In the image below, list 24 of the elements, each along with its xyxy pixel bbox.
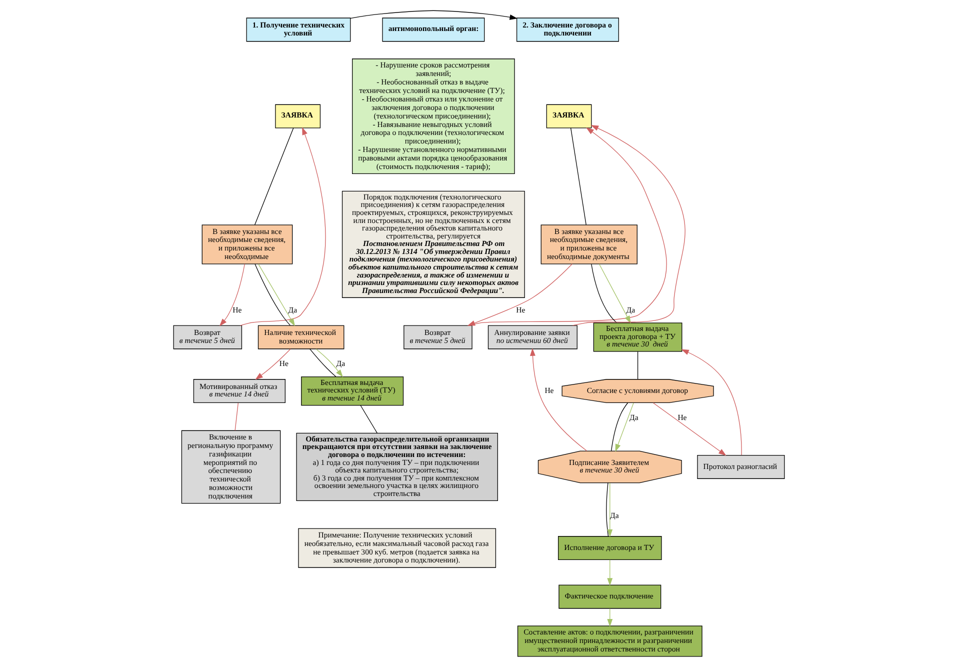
arrow xyxy=(606,608,612,627)
arrow xyxy=(239,127,326,326)
arrow xyxy=(572,125,685,326)
arrow xyxy=(529,348,587,452)
connector xyxy=(610,402,628,452)
arrow xyxy=(350,10,518,20)
arrow xyxy=(614,402,634,452)
connector xyxy=(254,128,294,226)
arrow xyxy=(652,402,726,456)
arrow xyxy=(606,560,612,586)
connector xyxy=(309,348,336,378)
connector xyxy=(636,351,638,380)
arrow xyxy=(315,348,343,378)
connector xyxy=(360,405,378,434)
connector xyxy=(234,402,238,431)
arrow xyxy=(466,264,572,326)
connector xyxy=(570,128,586,226)
connector xyxy=(606,482,608,537)
arrow xyxy=(218,264,244,326)
connector xyxy=(590,264,616,324)
arrow xyxy=(680,349,742,456)
arrow xyxy=(606,482,612,538)
arrow xyxy=(254,348,290,380)
arrow xyxy=(598,264,630,324)
